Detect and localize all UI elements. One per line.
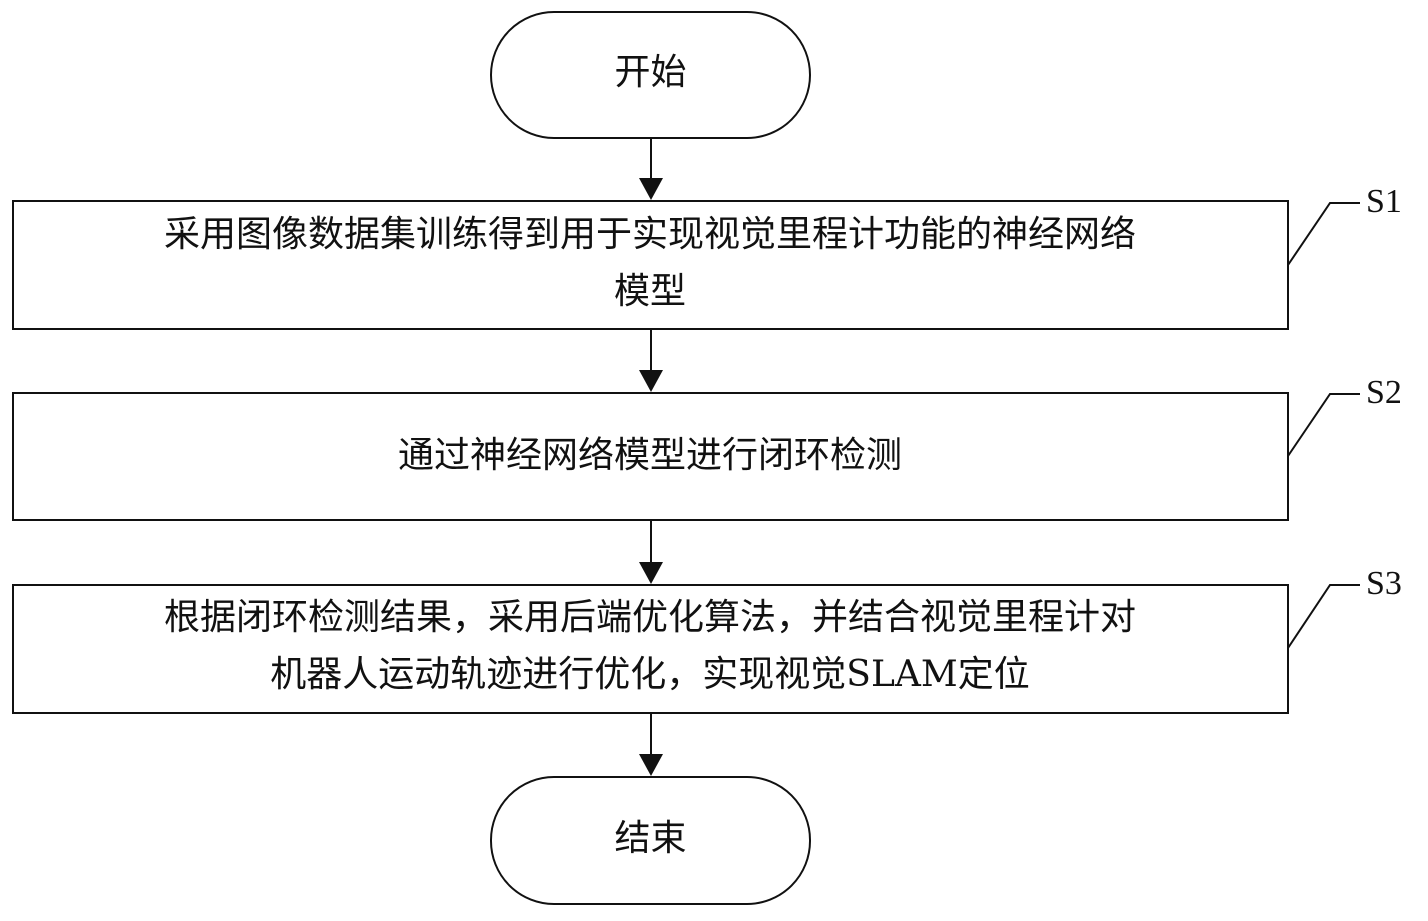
arrow-s3-to-end-head (639, 754, 663, 776)
arrow-start-to-s1-head (639, 178, 663, 200)
end-terminal-shape (490, 776, 811, 905)
step-s2-leader-line (1287, 393, 1360, 457)
step-s3-text-line-1: 根据闭环检测结果，采用后端优化算法，并结合视觉里程计对 (164, 597, 1136, 638)
step-s3-leader-line (1287, 584, 1360, 649)
step-s1-box (12, 200, 1289, 330)
end-terminal: 结束 (490, 776, 811, 905)
start-terminal: 开始 (490, 11, 811, 139)
step-s3-text-line-2: 机器人运动轨迹进行优化，实现视觉SLAM定位 (270, 654, 1029, 695)
step-s2-text-line-1: 通过神经网络模型进行闭环检测 (398, 435, 902, 476)
arrow-s2-to-s3-head (639, 562, 663, 584)
step-s1: 采用图像数据集训练得到用于实现视觉里程计功能的神经网络 模型 S1 (12, 183, 1402, 330)
step-s1-text-line-2: 模型 (614, 271, 686, 312)
step-s1-text-line-1: 采用图像数据集训练得到用于实现视觉里程计功能的神经网络 (164, 214, 1136, 255)
step-s3-id: S3 (1366, 565, 1402, 602)
step-s1-leader-line (1287, 202, 1360, 266)
start-terminal-shape (490, 11, 811, 139)
step-s2-id: S2 (1366, 374, 1402, 411)
step-s1-id: S1 (1366, 183, 1402, 220)
arrow-s1-to-s2-head (639, 370, 663, 392)
step-s2: 通过神经网络模型进行闭环检测 S2 (12, 374, 1402, 521)
step-s3-box (12, 584, 1289, 714)
step-s3: 根据闭环检测结果，采用后端优化算法，并结合视觉里程计对 机器人运动轨迹进行优化，… (12, 565, 1402, 714)
end-terminal-label: 结束 (614, 818, 686, 859)
step-s2-box (12, 392, 1289, 521)
start-terminal-label: 开始 (614, 52, 686, 93)
